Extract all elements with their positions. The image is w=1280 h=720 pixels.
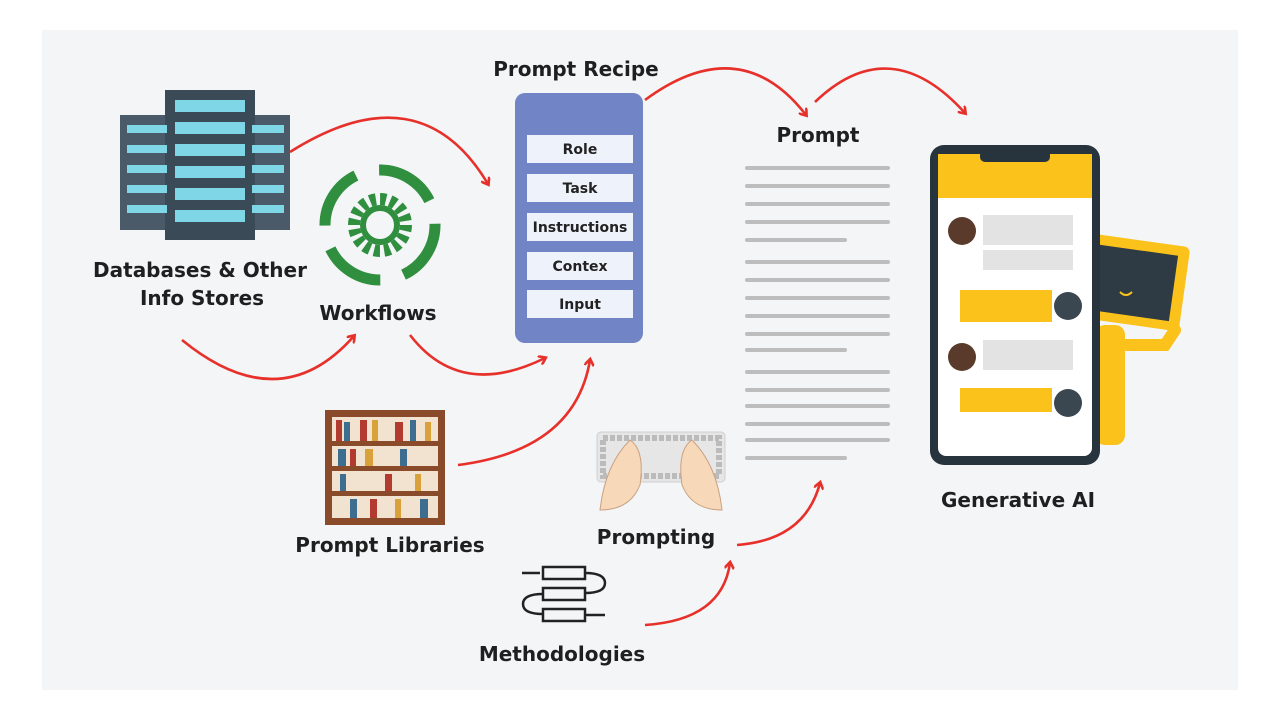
- prompt-recipe-title: Prompt Recipe: [493, 57, 659, 81]
- recipe-item-task: Task: [527, 174, 633, 202]
- arrow-databases-to-workflows: [181, 336, 354, 381]
- phone-chat-illustration: [930, 145, 1100, 465]
- arrow-prompting-to-prompt: [736, 483, 820, 547]
- robot-illustration: [1080, 234, 1190, 445]
- databases-label: Databases & Other: [93, 258, 307, 282]
- info-stores-label: Info Stores: [140, 286, 264, 310]
- arrow-workflows-to-recipe: [408, 334, 545, 376]
- methodologies-label: Methodologies: [479, 642, 645, 666]
- svg-text:Task: Task: [563, 181, 599, 197]
- svg-text:Instructions: Instructions: [533, 220, 628, 236]
- svg-text:Input: Input: [559, 297, 601, 313]
- prompt-label: Prompt: [777, 123, 860, 147]
- recipe-item-instructions: Instructions: [527, 213, 633, 241]
- methodologies-flow-icon: [521, 565, 607, 623]
- svg-text:Role: Role: [563, 142, 598, 158]
- prompt-text-lines: [745, 166, 890, 460]
- arrow-libraries-to-recipe: [457, 360, 590, 467]
- generative-ai-label: Generative AI: [941, 488, 1095, 512]
- recipe-item-context: Contex: [527, 252, 633, 280]
- prompt-libraries-label: Prompt Libraries: [295, 533, 484, 557]
- keyboard-typing-icon: [596, 431, 726, 511]
- arrow-databases-to-recipe: [289, 116, 488, 184]
- svg-text:Contex: Contex: [552, 259, 607, 275]
- recipe-item-input: Input: [527, 290, 633, 318]
- arrow-prompt-to-ai: [814, 67, 965, 113]
- database-servers-icon: [120, 90, 290, 240]
- recipe-item-role: Role: [527, 135, 633, 163]
- bookshelf-icon: [325, 410, 445, 525]
- workflow-cycle-icon: [319, 164, 441, 286]
- flow-arrows: [181, 67, 965, 627]
- prompting-label: Prompting: [597, 525, 715, 549]
- workflows-label: Workflows: [319, 301, 436, 325]
- arrow-methodologies-to-prompting: [644, 563, 730, 627]
- arrow-recipe-to-prompt: [644, 67, 806, 115]
